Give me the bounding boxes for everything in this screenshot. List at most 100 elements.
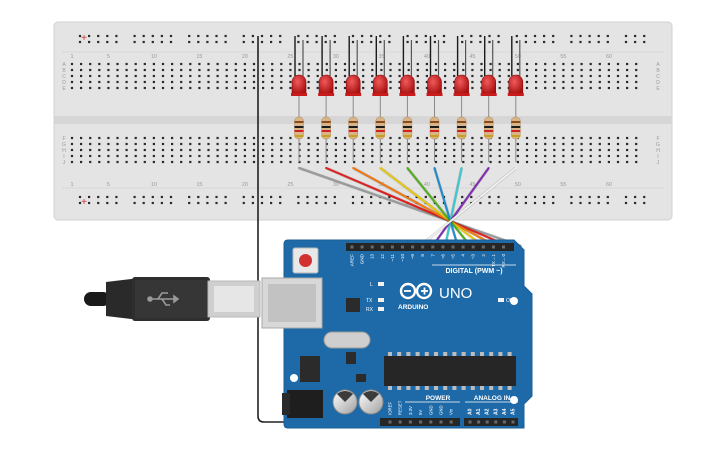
breadboard-hole[interactable]: [307, 136, 310, 140]
breadboard-hole[interactable]: [334, 154, 337, 158]
breadboard-hole[interactable]: [289, 160, 292, 164]
led[interactable]: [291, 74, 307, 95]
rail-hole[interactable]: [106, 34, 109, 38]
breadboard-hole[interactable]: [161, 80, 165, 84]
breadboard-hole[interactable]: [453, 62, 456, 66]
rail-hole[interactable]: [333, 40, 336, 44]
breadboard-hole[interactable]: [171, 80, 174, 84]
breadboard-hole[interactable]: [589, 154, 592, 158]
breadboard-hole[interactable]: [280, 136, 283, 140]
breadboard-hole[interactable]: [143, 160, 146, 164]
breadboard-hole[interactable]: [116, 80, 119, 84]
breadboard-hole[interactable]: [589, 68, 592, 72]
rail-hole[interactable]: [597, 195, 600, 199]
breadboard-hole[interactable]: [161, 136, 165, 140]
rail-hole[interactable]: [351, 195, 355, 199]
rail-hole[interactable]: [78, 40, 82, 44]
breadboard-hole[interactable]: [425, 148, 428, 152]
breadboard-hole[interactable]: [444, 80, 447, 84]
rail-hole[interactable]: [188, 40, 191, 44]
breadboard-hole[interactable]: [107, 74, 110, 78]
rail-hole[interactable]: [197, 40, 200, 44]
rail-hole[interactable]: [606, 201, 609, 205]
breadboard-hole[interactable]: [280, 74, 283, 78]
rail-hole[interactable]: [151, 40, 154, 44]
breadboard-hole[interactable]: [425, 86, 428, 90]
rail-hole[interactable]: [97, 201, 100, 205]
breadboard-hole[interactable]: [316, 160, 319, 164]
led[interactable]: [427, 74, 442, 95]
breadboard-hole[interactable]: [280, 62, 283, 66]
breadboard-hole[interactable]: [489, 142, 492, 146]
breadboard-hole[interactable]: [616, 86, 620, 90]
breadboard-hole[interactable]: [152, 154, 155, 158]
breadboard-hole[interactable]: [453, 154, 456, 158]
breadboard-hole[interactable]: [362, 160, 365, 164]
breadboard-hole[interactable]: [289, 136, 292, 140]
breadboard-hole[interactable]: [198, 74, 201, 78]
breadboard-hole[interactable]: [571, 154, 574, 158]
breadboard-hole[interactable]: [516, 154, 519, 158]
breadboard-hole[interactable]: [225, 142, 228, 146]
breadboard-hole[interactable]: [626, 160, 629, 164]
rail-hole[interactable]: [533, 40, 537, 44]
breadboard-hole[interactable]: [189, 74, 192, 78]
breadboard-hole[interactable]: [571, 80, 574, 84]
breadboard-hole[interactable]: [316, 148, 319, 152]
breadboard-hole[interactable]: [607, 160, 610, 164]
breadboard-hole[interactable]: [134, 86, 137, 90]
breadboard-hole[interactable]: [134, 74, 137, 78]
header-hole[interactable]: [408, 420, 412, 424]
breadboard-hole[interactable]: [307, 160, 310, 164]
breadboard-hole[interactable]: [289, 68, 292, 72]
breadboard-hole[interactable]: [225, 136, 228, 140]
rail-hole[interactable]: [306, 40, 309, 44]
rail-hole[interactable]: [297, 40, 300, 44]
breadboard-hole[interactable]: [107, 80, 110, 84]
breadboard-hole[interactable]: [134, 148, 137, 152]
breadboard-hole[interactable]: [252, 62, 256, 66]
rail-hole[interactable]: [624, 40, 628, 44]
rail-hole[interactable]: [543, 201, 546, 205]
breadboard-hole[interactable]: [180, 148, 183, 152]
rail-hole[interactable]: [533, 201, 537, 205]
breadboard-hole[interactable]: [380, 148, 383, 152]
rail-hole[interactable]: [524, 34, 527, 38]
breadboard-hole[interactable]: [626, 62, 629, 66]
breadboard-hole[interactable]: [598, 154, 601, 158]
breadboard-hole[interactable]: [580, 68, 583, 72]
rail-hole[interactable]: [379, 40, 382, 44]
breadboard-hole[interactable]: [189, 160, 192, 164]
breadboard-hole[interactable]: [143, 68, 146, 72]
breadboard-hole[interactable]: [334, 74, 337, 78]
rail-hole[interactable]: [370, 40, 373, 44]
rail-hole[interactable]: [270, 201, 273, 205]
breadboard-hole[interactable]: [407, 62, 410, 66]
breadboard-hole[interactable]: [198, 154, 201, 158]
rail-hole[interactable]: [224, 201, 227, 205]
breadboard-hole[interactable]: [626, 136, 629, 140]
breadboard-hole[interactable]: [580, 86, 583, 90]
breadboard-hole[interactable]: [562, 74, 565, 78]
breadboard-hole[interactable]: [207, 80, 210, 84]
header-hole[interactable]: [481, 245, 485, 249]
breadboard-hole[interactable]: [89, 136, 92, 140]
breadboard-hole[interactable]: [343, 68, 347, 72]
breadboard-hole[interactable]: [598, 74, 601, 78]
breadboard-hole[interactable]: [616, 74, 620, 78]
rail-hole[interactable]: [133, 40, 136, 44]
breadboard-hole[interactable]: [271, 74, 274, 78]
signal-wire[interactable]: [431, 167, 490, 247]
breadboard-hole[interactable]: [225, 154, 228, 158]
rail-hole[interactable]: [533, 195, 537, 199]
breadboard-hole[interactable]: [107, 160, 110, 164]
rail-hole[interactable]: [279, 40, 282, 44]
breadboard-hole[interactable]: [471, 160, 474, 164]
breadboard-hole[interactable]: [307, 142, 310, 146]
breadboard-hole[interactable]: [307, 68, 310, 72]
rail-hole[interactable]: [97, 195, 100, 199]
breadboard-hole[interactable]: [425, 62, 428, 66]
breadboard-hole[interactable]: [544, 154, 547, 158]
breadboard-hole[interactable]: [507, 148, 510, 152]
breadboard-hole[interactable]: [480, 142, 483, 146]
